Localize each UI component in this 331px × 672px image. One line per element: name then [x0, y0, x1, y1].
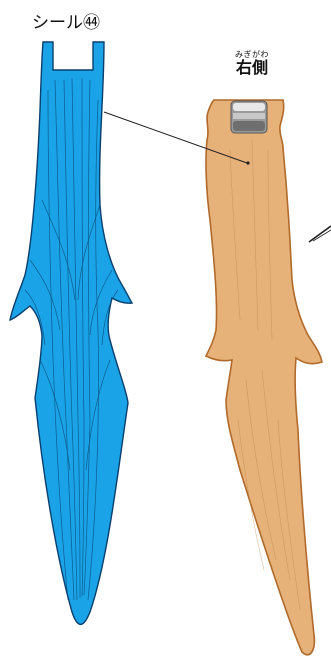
wood-piece-shape — [206, 100, 322, 655]
wood-piece — [206, 100, 322, 655]
metal-cylinder — [231, 101, 267, 133]
side-label-text: 右側 — [222, 59, 282, 77]
edge-leader-line — [309, 226, 331, 242]
leader-dot — [246, 161, 249, 164]
sticker-number-label: シール㊹ — [32, 8, 100, 33]
blue-sticker — [10, 42, 132, 624]
side-label: みぎがわ 右側 — [222, 50, 282, 77]
